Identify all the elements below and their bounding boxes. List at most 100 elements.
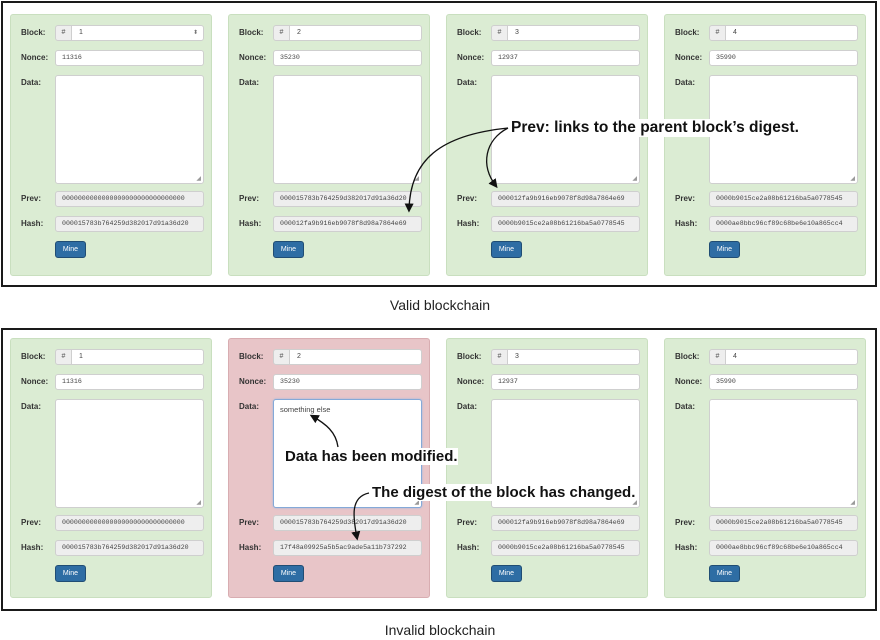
nonce-label: Nonce: xyxy=(21,53,49,62)
resize-handle-icon[interactable]: ◢ xyxy=(632,500,637,506)
hash-label: Hash: xyxy=(675,543,698,552)
prev-label: Prev: xyxy=(457,518,478,527)
hash-field: 000012fa9b916eb9078f8d98a7864e69 xyxy=(273,216,422,232)
nonce-label: Nonce: xyxy=(239,377,267,386)
mine-button[interactable]: Mine xyxy=(491,241,522,258)
resize-handle-icon[interactable]: ◢ xyxy=(414,500,419,506)
data-label: Data: xyxy=(239,78,260,87)
block-number-value: 1 xyxy=(79,29,83,36)
nonce-label: Nonce: xyxy=(457,377,485,386)
block-number-group: #2 xyxy=(273,349,422,365)
prev-hash-field: 0000000000000000000000000000000 xyxy=(55,191,204,207)
data-textarea[interactable]: ◢ xyxy=(709,399,858,508)
hash-symbol-addon: # xyxy=(273,25,290,41)
resize-handle-icon[interactable]: ◢ xyxy=(850,176,855,182)
block-number-value: 2 xyxy=(297,29,301,36)
block-number-input[interactable]: 3 xyxy=(507,349,640,365)
mine-button[interactable]: Mine xyxy=(709,565,740,582)
prev-hash-field: 0000b9015ce2a08b61216ba5a0778545 xyxy=(709,515,858,531)
prev-hash-field: 000015783b764259d382017d91a36d20 xyxy=(273,515,422,531)
spinner-arrows-icon[interactable]: ⬍ xyxy=(192,30,198,36)
hash-symbol-addon: # xyxy=(709,349,726,365)
data-label: Data: xyxy=(675,402,696,411)
annotation-prev-link: Prev: links to the parent block’s digest… xyxy=(511,119,799,137)
prev-hash-field: 000012fa9b916eb9078f8d98a7864e69 xyxy=(491,191,640,207)
mine-button[interactable]: Mine xyxy=(273,241,304,258)
block-number-input[interactable]: 2 xyxy=(289,25,422,41)
mine-button[interactable]: Mine xyxy=(709,241,740,258)
hash-label: Hash: xyxy=(457,219,480,228)
annotation-digest-changed: The digest of the block has changed. xyxy=(372,484,636,501)
nonce-label: Nonce: xyxy=(675,53,703,62)
block-number-input[interactable]: 1 xyxy=(71,349,204,365)
hash-label: Hash: xyxy=(675,219,698,228)
nonce-input[interactable]: 35990 xyxy=(709,374,858,390)
prev-label: Prev: xyxy=(239,194,260,203)
hash-symbol-addon: # xyxy=(273,349,290,365)
resize-handle-icon[interactable]: ◢ xyxy=(196,176,201,182)
block-number-group: #2 xyxy=(273,25,422,41)
data-textarea[interactable]: ◢ xyxy=(55,399,204,508)
resize-handle-icon[interactable]: ◢ xyxy=(414,176,419,182)
mine-button[interactable]: Mine xyxy=(55,241,86,258)
block-number-input[interactable]: 2 xyxy=(289,349,422,365)
data-textarea[interactable]: ◢ xyxy=(273,75,422,184)
data-label: Data: xyxy=(21,402,42,411)
prev-hash-field: 0000000000000000000000000000000 xyxy=(55,515,204,531)
hash-label: Hash: xyxy=(21,219,44,228)
nonce-input[interactable]: 35990 xyxy=(709,50,858,66)
hash-symbol-addon: # xyxy=(491,25,508,41)
mine-button[interactable]: Mine xyxy=(273,565,304,582)
resize-handle-icon[interactable]: ◢ xyxy=(850,500,855,506)
hash-label: Hash: xyxy=(457,543,480,552)
block-label: Block: xyxy=(457,352,482,361)
block-number-value: 3 xyxy=(515,29,519,36)
nonce-input[interactable]: 12937 xyxy=(491,374,640,390)
block-label: Block: xyxy=(21,28,46,37)
prev-label: Prev: xyxy=(21,194,42,203)
prev-label: Prev: xyxy=(239,518,260,527)
hash-label: Hash: xyxy=(239,543,262,552)
block-number-group: #4 xyxy=(709,25,858,41)
nonce-input[interactable]: 11316 xyxy=(55,50,204,66)
block-number-input[interactable]: 1⬍ xyxy=(71,25,204,41)
annotation-data-modified: Data has been modified. xyxy=(285,448,458,465)
block-label: Block: xyxy=(675,28,700,37)
block-number-input[interactable]: 4 xyxy=(725,25,858,41)
hash-field: 0000ae8bbc96cf89c68be6e10a865cc4 xyxy=(709,540,858,556)
block-label: Block: xyxy=(239,352,264,361)
block-number-group: #1 xyxy=(55,349,204,365)
nonce-label: Nonce: xyxy=(457,53,485,62)
nonce-input[interactable]: 35230 xyxy=(273,374,422,390)
resize-handle-icon[interactable]: ◢ xyxy=(196,500,201,506)
block-number-value: 1 xyxy=(79,353,83,360)
mine-button[interactable]: Mine xyxy=(55,565,86,582)
mine-button[interactable]: Mine xyxy=(491,565,522,582)
block-number-group: #4 xyxy=(709,349,858,365)
nonce-input[interactable]: 35230 xyxy=(273,50,422,66)
nonce-label: Nonce: xyxy=(239,53,267,62)
data-textarea[interactable]: ◢ xyxy=(55,75,204,184)
block-number-group: #3 xyxy=(491,349,640,365)
resize-handle-icon[interactable]: ◢ xyxy=(632,176,637,182)
nonce-input[interactable]: 11316 xyxy=(55,374,204,390)
block-number-value: 2 xyxy=(297,353,301,360)
data-text: something else xyxy=(280,405,331,414)
prev-label: Prev: xyxy=(675,194,696,203)
nonce-input[interactable]: 12937 xyxy=(491,50,640,66)
invalid-chain-caption: Invalid blockchain xyxy=(384,622,496,638)
hash-field: 0000b9015ce2a08b61216ba5a0778545 xyxy=(491,216,640,232)
block-number-input[interactable]: 3 xyxy=(507,25,640,41)
prev-hash-field: 0000b9015ce2a08b61216ba5a0778545 xyxy=(709,191,858,207)
block-number-input[interactable]: 4 xyxy=(725,349,858,365)
data-label: Data: xyxy=(457,402,478,411)
data-label: Data: xyxy=(21,78,42,87)
block-label: Block: xyxy=(21,352,46,361)
data-label: Data: xyxy=(675,78,696,87)
block-label: Block: xyxy=(457,28,482,37)
prev-label: Prev: xyxy=(21,518,42,527)
